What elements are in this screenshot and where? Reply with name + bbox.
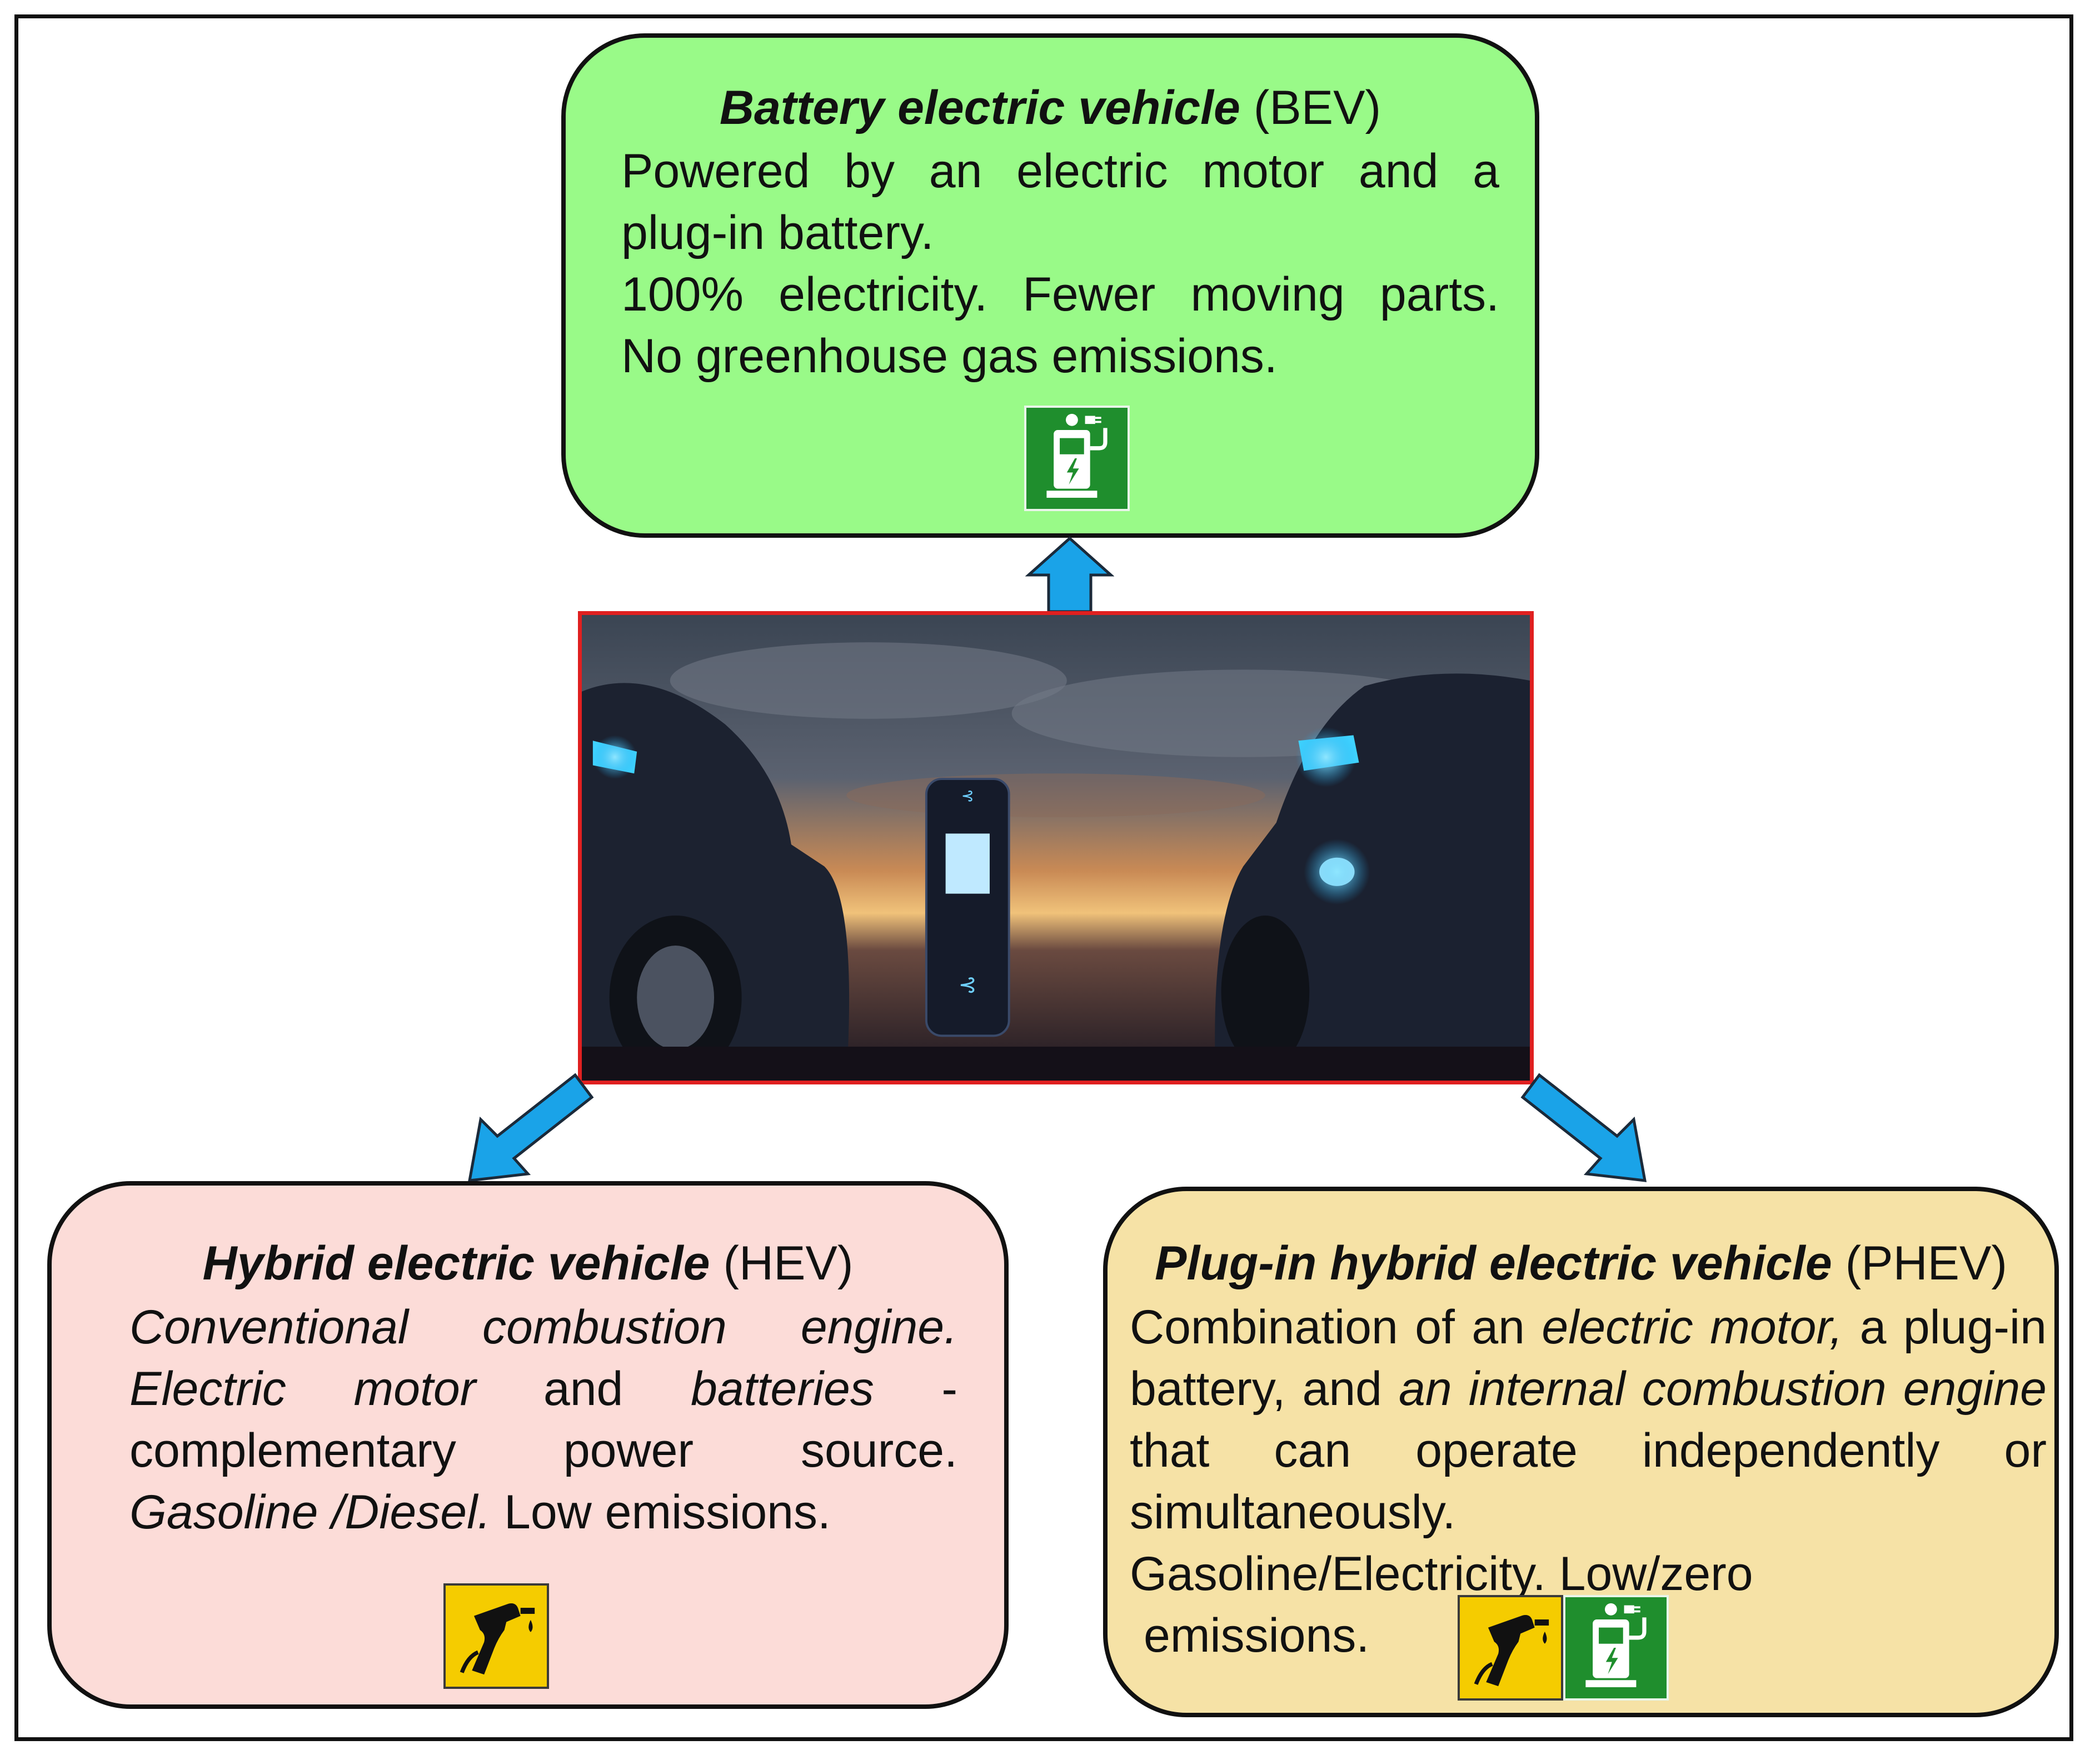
- phev-title: Plug-in hybrid electric vehicle (PHEV): [1108, 1232, 2054, 1294]
- hev-text-6: Gasoline /Diesel.: [129, 1486, 491, 1539]
- bev-line-1: Powered by an electric motor and a: [621, 144, 1499, 198]
- arrow-to-hev: [467, 1073, 594, 1182]
- phev-text-3: a plug-in battery, and: [1130, 1301, 2047, 1416]
- phev-paragraph-1: Combination of an electric motor, a plug…: [1130, 1297, 2047, 1543]
- phev-text-7: emissions.: [1144, 1609, 1370, 1662]
- phev-text-2: electric motor,: [1542, 1301, 1843, 1354]
- svg-text:⊰: ⊰: [961, 787, 974, 805]
- phev-box: Plug-in hybrid electric vehicle (PHEV) C…: [1103, 1187, 2059, 1717]
- bev-line-4: No greenhouse gas emissions.: [621, 329, 1278, 383]
- hev-description: Conventional combustion engine. Electric…: [129, 1297, 957, 1543]
- svg-text:⊰: ⊰: [959, 972, 977, 998]
- arrow-to-phev: [1520, 1073, 1647, 1182]
- bev-line-2: plug-in battery.: [621, 206, 934, 259]
- ev-charging-station-icon: [1024, 406, 1130, 511]
- hev-text-7: Low emissions.: [491, 1486, 831, 1539]
- diagram-frame: [14, 14, 2073, 1741]
- hev-text-1: Conventional combustion engine.: [129, 1301, 957, 1354]
- hev-title-name: Hybrid electric vehicle: [202, 1237, 710, 1290]
- fuel-nozzle-icon: [443, 1583, 549, 1689]
- hev-text-4: batteries: [690, 1362, 874, 1416]
- hev-title-abbr: (HEV): [723, 1237, 854, 1290]
- hev-text-3: and: [476, 1362, 691, 1416]
- phev-text-6: Gasoline/Electricity. Low/zero: [1130, 1547, 1753, 1601]
- hev-box: Hybrid electric vehicle (HEV) Convention…: [47, 1181, 1009, 1709]
- phev-description: Combination of an electric motor, a plug…: [1130, 1297, 2047, 1667]
- hev-title: Hybrid electric vehicle (HEV): [52, 1232, 1004, 1294]
- bev-title: Battery electric vehicle (BEV): [566, 77, 1535, 139]
- bev-description: Powered by an electric motor and a plug-…: [621, 141, 1499, 387]
- hev-text-2: Electric motor: [129, 1362, 476, 1416]
- hev-text-5: - complementary power source.: [129, 1362, 957, 1477]
- fuel-nozzle-icon: [1458, 1595, 1563, 1701]
- bev-box: Battery electric vehicle (BEV) Powered b…: [561, 33, 1539, 538]
- bev-title-name: Battery electric vehicle: [719, 81, 1240, 134]
- ev-charging-station-icon: [1563, 1595, 1669, 1701]
- phev-text-4: an internal combustion engine: [1399, 1362, 2047, 1416]
- phev-text-1: Combination of an: [1130, 1301, 1542, 1354]
- bev-line-3: 100% electricity. Fewer moving parts.: [621, 268, 1499, 321]
- bev-title-abbr: (BEV): [1253, 81, 1381, 134]
- phev-title-abbr: (PHEV): [1845, 1237, 2008, 1290]
- phev-text-5: that can operate independently or simult…: [1130, 1424, 2047, 1539]
- phev-title-name: Plug-in hybrid electric vehicle: [1154, 1237, 1832, 1290]
- arrow-to-bev: [1025, 536, 1114, 613]
- ev-charging-photo: ⊰ ⊰: [578, 611, 1534, 1084]
